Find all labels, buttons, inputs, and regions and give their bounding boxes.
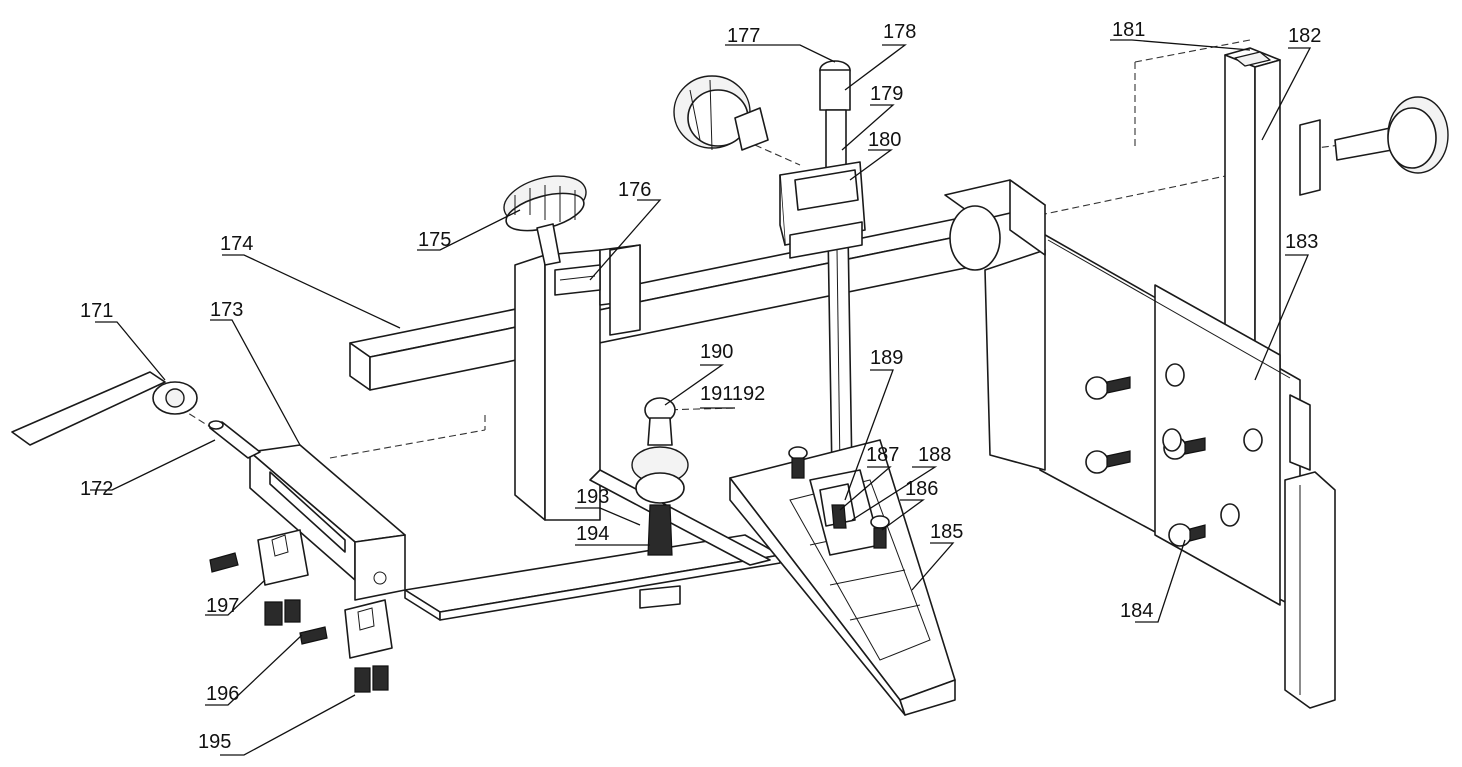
handle-lever-171 bbox=[11, 371, 198, 446]
callout-182: 182 bbox=[1288, 25, 1321, 47]
callout-196: 196 bbox=[206, 683, 239, 705]
callout-188: 188 bbox=[918, 444, 951, 466]
callout-177: 177 bbox=[727, 25, 760, 47]
callout-179: 179 bbox=[870, 83, 903, 105]
screws-186-188 bbox=[788, 446, 890, 549]
callout-187: 187 bbox=[866, 444, 899, 466]
callout-185: 185 bbox=[930, 521, 963, 543]
fence-185 bbox=[729, 439, 956, 716]
callout-180: 180 bbox=[868, 129, 901, 151]
callout-197: 197 bbox=[206, 595, 239, 617]
holder-block bbox=[944, 179, 1046, 471]
callout-174: 174 bbox=[220, 233, 253, 255]
leader-lines bbox=[90, 39, 1312, 756]
knob-upper bbox=[673, 75, 769, 151]
callout-171: 171 bbox=[80, 300, 113, 322]
callout-181: 181 bbox=[1112, 19, 1145, 41]
callout-labels: 171 172 173 174 175 176 177 178 179 180 … bbox=[80, 19, 1321, 753]
pin-172 bbox=[208, 420, 261, 459]
knob-right bbox=[1299, 96, 1449, 196]
small-blocks-195-197 bbox=[209, 529, 393, 693]
callout-193: 193 bbox=[576, 486, 609, 508]
callout-178: 178 bbox=[883, 21, 916, 43]
callout-183: 183 bbox=[1285, 231, 1318, 253]
slide-block-173 bbox=[249, 444, 406, 601]
callout-175: 175 bbox=[418, 229, 451, 251]
clamp-bracket-176 bbox=[514, 244, 641, 521]
callout-184: 184 bbox=[1120, 600, 1153, 622]
callout-190: 190 bbox=[700, 341, 733, 363]
callout-186: 186 bbox=[905, 478, 938, 500]
side-bar bbox=[1284, 394, 1336, 709]
callout-176: 176 bbox=[618, 179, 651, 201]
callout-172: 172 bbox=[80, 478, 113, 500]
callout-191192: 191192 bbox=[700, 383, 765, 405]
stud-nut-set bbox=[631, 397, 689, 556]
knob-175 bbox=[503, 175, 587, 266]
bracket-180 bbox=[779, 161, 866, 259]
callout-173: 173 bbox=[210, 299, 243, 321]
callout-194: 194 bbox=[576, 523, 609, 545]
callout-195: 195 bbox=[198, 731, 231, 753]
base-plate bbox=[404, 469, 781, 621]
callout-189: 189 bbox=[870, 347, 903, 369]
